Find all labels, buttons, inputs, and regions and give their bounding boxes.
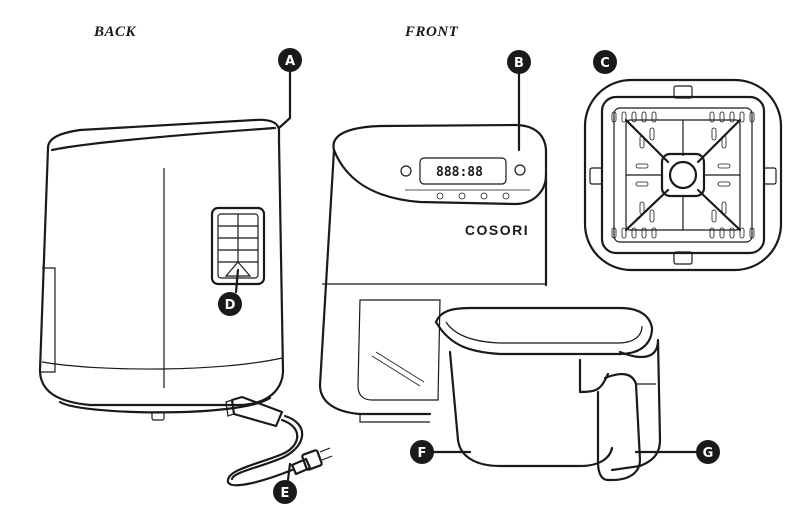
crisper-plate bbox=[583, 78, 783, 272]
power-cord bbox=[225, 395, 333, 487]
front-view-label: FRONT bbox=[405, 24, 459, 40]
callout-a: A bbox=[278, 48, 302, 72]
callout-g: G bbox=[696, 440, 720, 464]
display-readout: 888:88 bbox=[436, 165, 483, 180]
crisper-plate-slots bbox=[611, 111, 755, 239]
callout-b: B bbox=[507, 50, 531, 74]
callout-b-letter: B bbox=[514, 56, 524, 71]
callout-g-letter: G bbox=[703, 446, 714, 461]
removable-basket bbox=[434, 306, 662, 482]
callout-e: E bbox=[273, 480, 297, 504]
callout-f-letter: F bbox=[418, 446, 427, 461]
front-view-unit: 888:88 COSORI bbox=[318, 123, 548, 423]
callout-leaders bbox=[234, 70, 698, 482]
callout-c-letter: C bbox=[600, 56, 610, 71]
back-view-unit bbox=[38, 118, 333, 487]
callout-f: F bbox=[410, 440, 434, 464]
callout-d: D bbox=[218, 292, 242, 316]
callout-a-letter: A bbox=[285, 54, 295, 69]
back-view-label: BACK bbox=[94, 24, 137, 40]
callout-c: C bbox=[593, 50, 617, 74]
callout-d-letter: D bbox=[225, 298, 236, 313]
basket-handle bbox=[578, 338, 662, 482]
callout-e-letter: E bbox=[281, 486, 290, 501]
brand-logo: COSORI bbox=[465, 222, 529, 238]
control-panel: 888:88 bbox=[400, 157, 530, 200]
